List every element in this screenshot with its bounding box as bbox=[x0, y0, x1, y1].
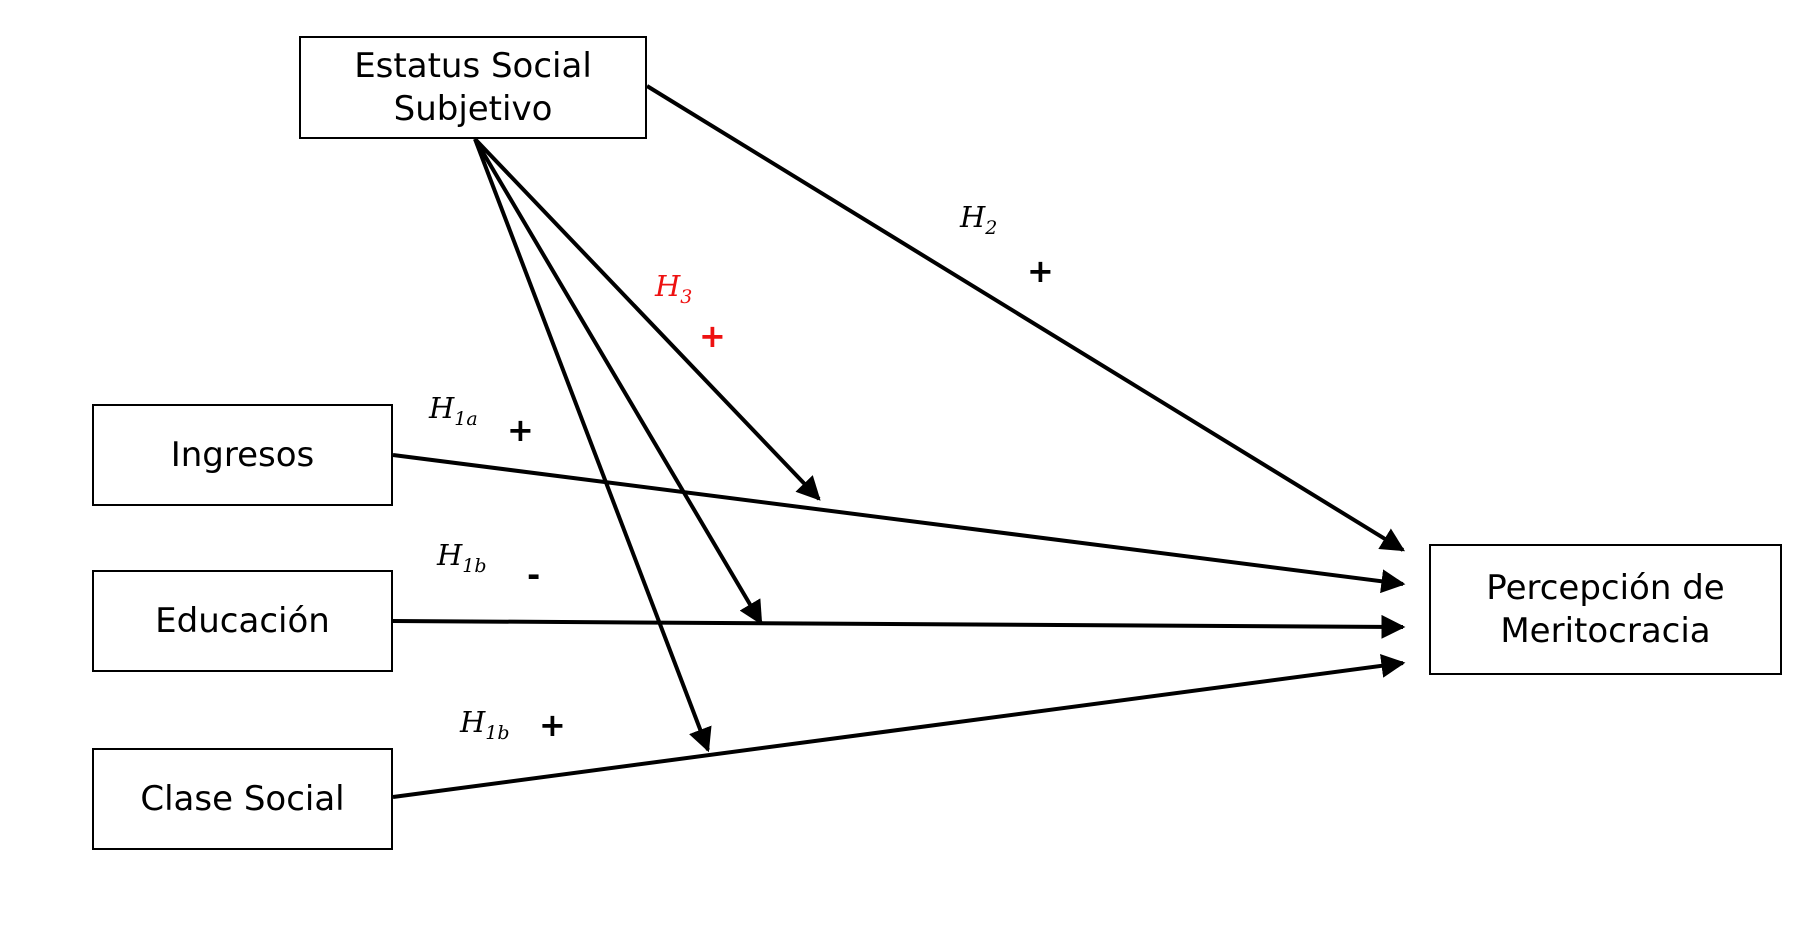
hypothesis-h1a-sign: + bbox=[507, 411, 534, 449]
hypothesis-h1b-educacion-label: H1b bbox=[437, 541, 487, 576]
node-estatus-label: Estatus Social Subjetivo bbox=[354, 46, 592, 129]
arrow-educacion-to-percepcion bbox=[392, 614, 1406, 639]
node-educacion: Educación bbox=[92, 570, 393, 672]
arrow-estatus-moderates-ingresos bbox=[473, 137, 821, 501]
node-clase-label: Clase Social bbox=[140, 778, 345, 819]
hypothesis-h2-label: H2 bbox=[960, 203, 997, 238]
node-educacion-label: Educación bbox=[155, 600, 330, 641]
hypothesis-h3-label: H3 bbox=[655, 272, 692, 307]
hypothesis-h1b-clase-sign: + bbox=[539, 706, 566, 744]
arrow-ingresos-to-percepcion bbox=[392, 453, 1406, 594]
arrow-clase-to-percepcion bbox=[392, 653, 1406, 799]
arrow-estatus-moderates-educacion bbox=[473, 137, 763, 626]
node-ingresos: Ingresos bbox=[92, 404, 393, 506]
hypothesis-h3-letter: H bbox=[655, 269, 681, 303]
hypothesis-h1b-clase-sub: 1b bbox=[485, 722, 510, 744]
hypothesis-h2-sub: 2 bbox=[985, 217, 998, 239]
hypothesis-h2-sign: + bbox=[1027, 252, 1054, 290]
hypothesis-h1a-sub: 1a bbox=[454, 408, 478, 430]
node-ingresos-label: Ingresos bbox=[170, 434, 315, 475]
hypothesis-h1b-clase-letter: H bbox=[460, 705, 486, 739]
arrow-estatus-moderates-clase bbox=[473, 138, 712, 753]
hypothesis-h3-sub: 3 bbox=[680, 286, 693, 308]
node-estatus-social-subjetivo: Estatus Social Subjetivo bbox=[299, 36, 647, 139]
hypothesis-h2-letter: H bbox=[960, 200, 986, 234]
arrow-estatus-to-percepcion bbox=[645, 84, 1406, 552]
hypothesis-h1a-label: H1a bbox=[429, 394, 478, 429]
hypothesis-h1a-letter: H bbox=[429, 391, 455, 425]
node-percepcion-meritocracia: Percepción de Meritocracia bbox=[1429, 544, 1782, 675]
node-percepcion-label: Percepción de Meritocracia bbox=[1486, 568, 1725, 651]
hypothesis-h1b-educacion-letter: H bbox=[437, 538, 463, 572]
node-clase-social: Clase Social bbox=[92, 748, 393, 850]
hypothesis-h1b-clase-label: H1b bbox=[460, 708, 510, 743]
hypothesis-h1b-educacion-sub: 1b bbox=[462, 555, 487, 577]
hypothesis-h1b-educacion-sign: - bbox=[527, 556, 541, 594]
hypothesis-h3-sign: + bbox=[699, 317, 726, 355]
